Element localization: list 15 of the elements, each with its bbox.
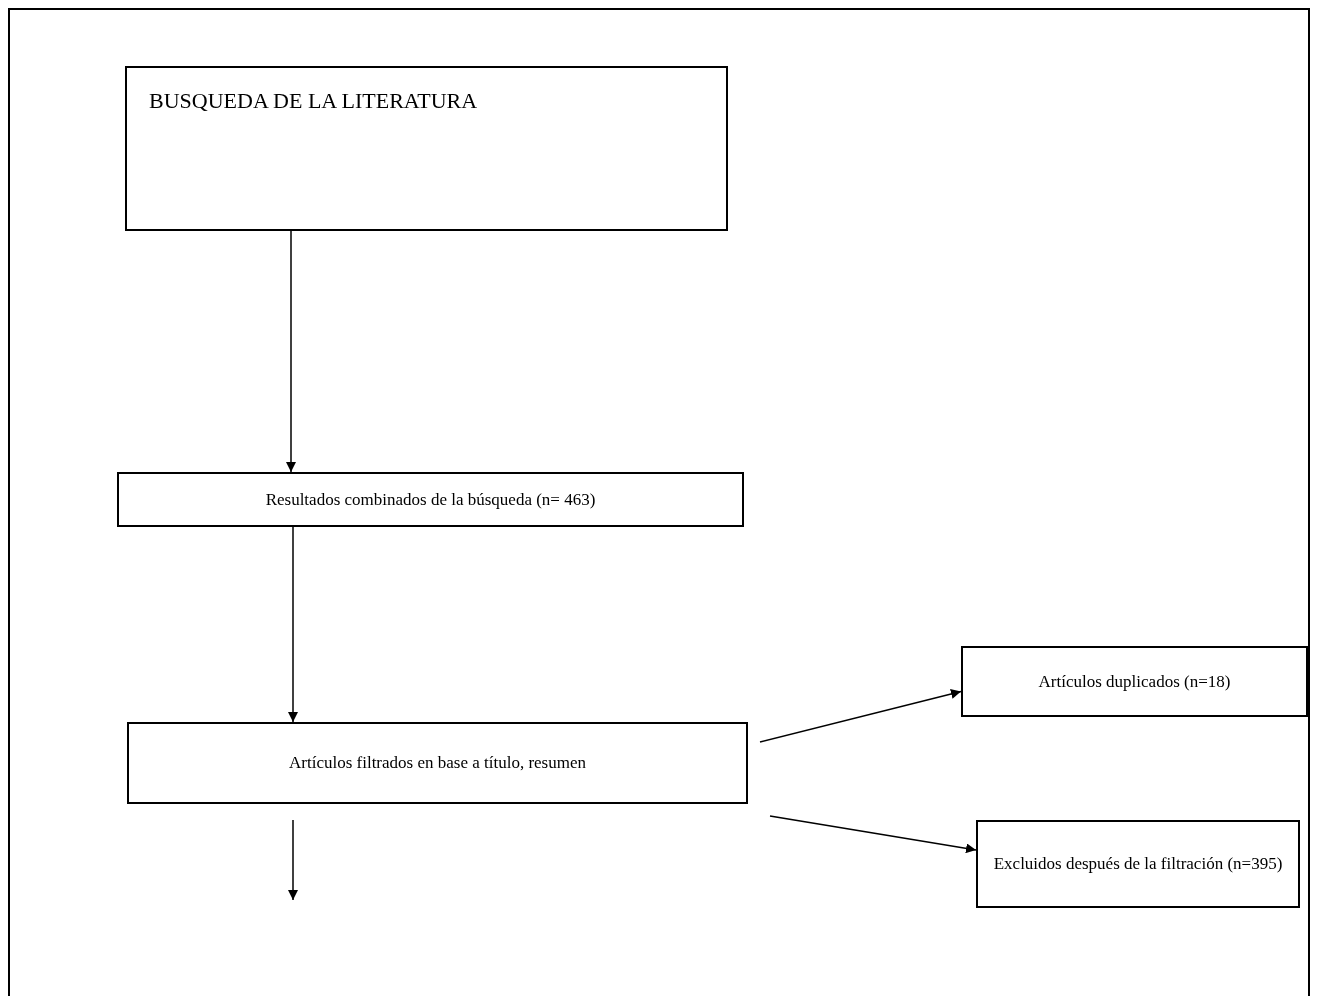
arrow: [288, 819, 298, 901]
process-box: [976, 820, 1300, 908]
process-box: [127, 722, 748, 804]
process-box: [961, 646, 1308, 717]
arrow: [759, 689, 962, 743]
process-box: [125, 66, 728, 231]
box-text: BUSQUEDA DE LA LITERATURA: [149, 88, 478, 114]
box-text: Resultados combinados de la búsqueda (n= 463): [265, 489, 596, 510]
arrow: [288, 526, 298, 723]
box-text: Artículos filtrados en base a título, resumen: [289, 753, 586, 773]
box-text: Excluidos después de la filtración (n=395): [993, 854, 1283, 874]
arrow: [286, 230, 296, 473]
arrow: [769, 815, 977, 854]
box-text: Artículos duplicados (n=18): [1038, 671, 1231, 692]
process-box: [117, 472, 744, 527]
